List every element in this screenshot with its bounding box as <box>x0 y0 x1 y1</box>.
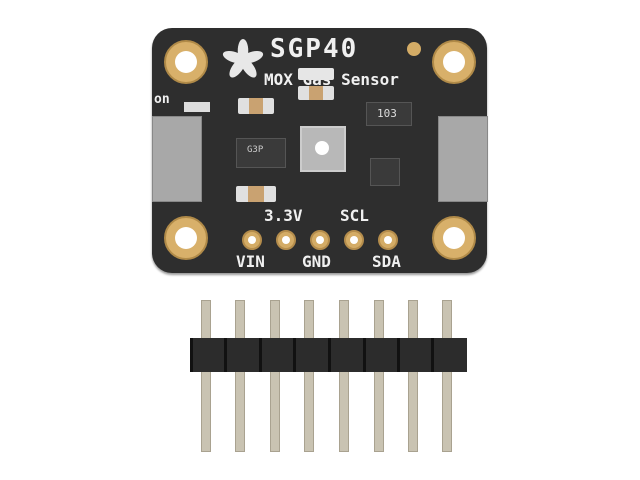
mounting-hole-top-left <box>164 40 208 84</box>
header-pin-6 <box>374 300 384 452</box>
power-led <box>184 102 210 112</box>
header-block-7 <box>397 338 433 372</box>
mounting-hole-bottom-right <box>432 216 476 260</box>
board-title: SGP40 <box>270 34 359 64</box>
fiducial-pad <box>407 42 421 56</box>
capacitor-2 <box>236 186 276 202</box>
level-shifter-chip <box>370 158 400 186</box>
mounting-hole-top-right <box>432 40 476 84</box>
stemma-qt-connector-left <box>152 116 202 202</box>
header-pin-3 <box>270 300 280 452</box>
pin-label-gnd: GND <box>302 252 331 271</box>
pin-label-sda: SDA <box>372 252 401 271</box>
header-block-5 <box>328 338 364 372</box>
pin-pad-sda <box>378 230 398 250</box>
header-block-2 <box>224 338 260 372</box>
header-block-4 <box>293 338 329 372</box>
pin-pad-scl <box>344 230 364 250</box>
sgp40-sensor-chip <box>300 126 346 172</box>
header-pin-7 <box>408 300 418 452</box>
pin-pad-vin <box>242 230 262 250</box>
voltage-regulator: G3P <box>236 138 286 168</box>
header-block-1 <box>190 338 226 372</box>
header-pin-1 <box>201 300 211 452</box>
led-label: on <box>154 92 170 107</box>
stemma-qt-connector-right <box>438 116 488 202</box>
pin-pad-gnd <box>310 230 330 250</box>
sgp40-breakout-board: SGP40 MOX Gas Sensor on G3P 103 3.3V SCL… <box>152 28 488 273</box>
pin-label-vin: VIN <box>236 252 265 271</box>
pin-label-scl: SCL <box>340 206 369 225</box>
mounting-hole-bottom-left <box>164 216 208 260</box>
header-pin-5 <box>339 300 349 452</box>
header-pin-8 <box>442 300 452 452</box>
header-pin-2 <box>235 300 245 452</box>
pin-pad-3v3 <box>276 230 296 250</box>
pin-label-3v3: 3.3V <box>264 206 303 225</box>
header-block-8 <box>431 338 467 372</box>
header-pin-4 <box>304 300 314 452</box>
header-block-3 <box>259 338 295 372</box>
header-block-6 <box>363 338 399 372</box>
capacitor-3 <box>298 86 334 100</box>
adafruit-flower-logo-icon <box>222 39 264 78</box>
resistor-network: 103 <box>366 102 412 126</box>
resistor-1 <box>298 68 334 80</box>
capacitor-1 <box>238 98 274 114</box>
